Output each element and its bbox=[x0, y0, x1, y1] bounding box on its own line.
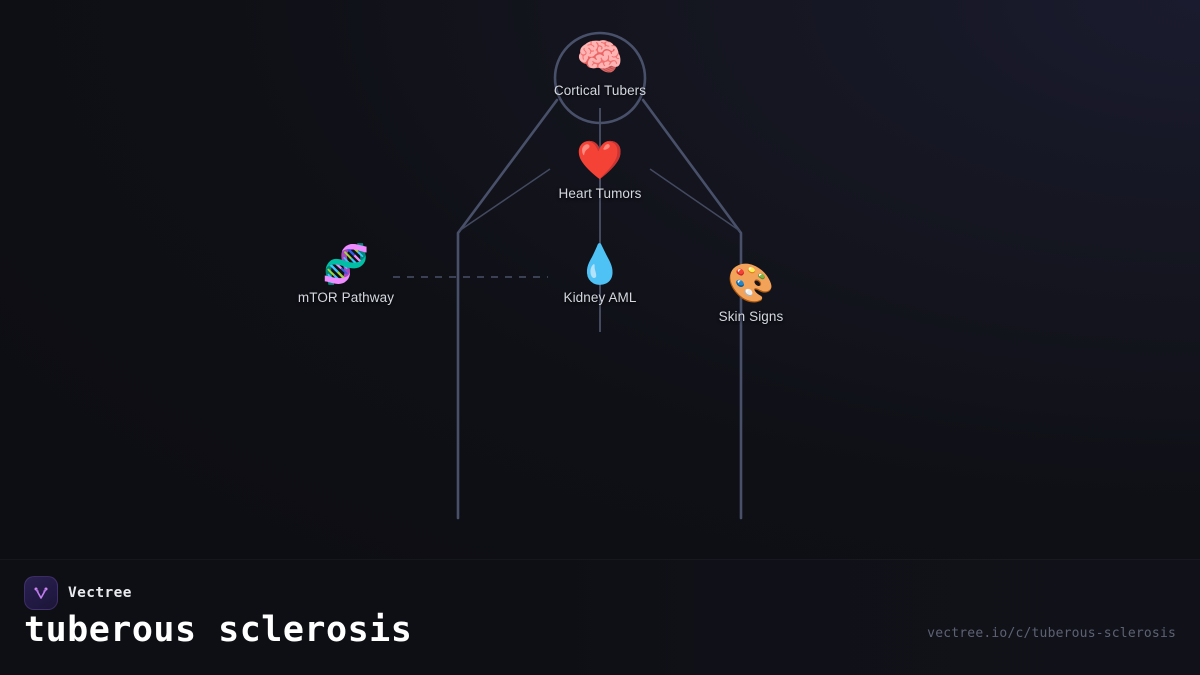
graph-node-heart-tumors[interactable]: ❤️ Heart Tumors bbox=[510, 138, 690, 201]
edge-root-right-branch bbox=[641, 98, 743, 520]
brand-name: Vectree bbox=[68, 585, 132, 601]
edge-midleft-spine bbox=[458, 168, 551, 232]
graph-node-label: Skin Signs bbox=[718, 309, 784, 324]
graph-node-mtor-pathway[interactable]: 🧬 mTOR Pathway bbox=[256, 242, 436, 305]
graph-node-label: Heart Tumors bbox=[558, 186, 642, 201]
palette-icon: 🎨 bbox=[727, 263, 775, 305]
graph-node-label: Kidney AML bbox=[563, 290, 637, 305]
edge-root-left-branch bbox=[456, 98, 559, 520]
droplet-icon: 💧 bbox=[576, 244, 624, 286]
dna-icon: 🧬 bbox=[322, 244, 370, 286]
graph-node-kidney-aml[interactable]: 💧 Kidney AML bbox=[510, 242, 690, 305]
edge-midright-spine bbox=[649, 168, 741, 232]
brain-icon: 🧠 bbox=[576, 37, 624, 79]
graph-node-skin-signs[interactable]: 🎨 Skin Signs bbox=[661, 261, 841, 324]
graph-node-cortical-tubers[interactable]: 🧠 Cortical Tubers bbox=[510, 35, 690, 98]
footer-bar: Vectree tuberous sclerosis vectree.io/c/… bbox=[0, 559, 1200, 675]
graph-node-label: mTOR Pathway bbox=[297, 290, 395, 305]
heart-icon: ❤️ bbox=[576, 140, 624, 182]
vectree-logo-icon bbox=[24, 576, 58, 610]
brand-row[interactable]: Vectree bbox=[24, 576, 132, 610]
graph-node-label: Cortical Tubers bbox=[553, 83, 647, 98]
footer-url: vectree.io/c/tuberous-sclerosis bbox=[927, 626, 1176, 641]
page-title: tuberous sclerosis bbox=[24, 610, 413, 650]
